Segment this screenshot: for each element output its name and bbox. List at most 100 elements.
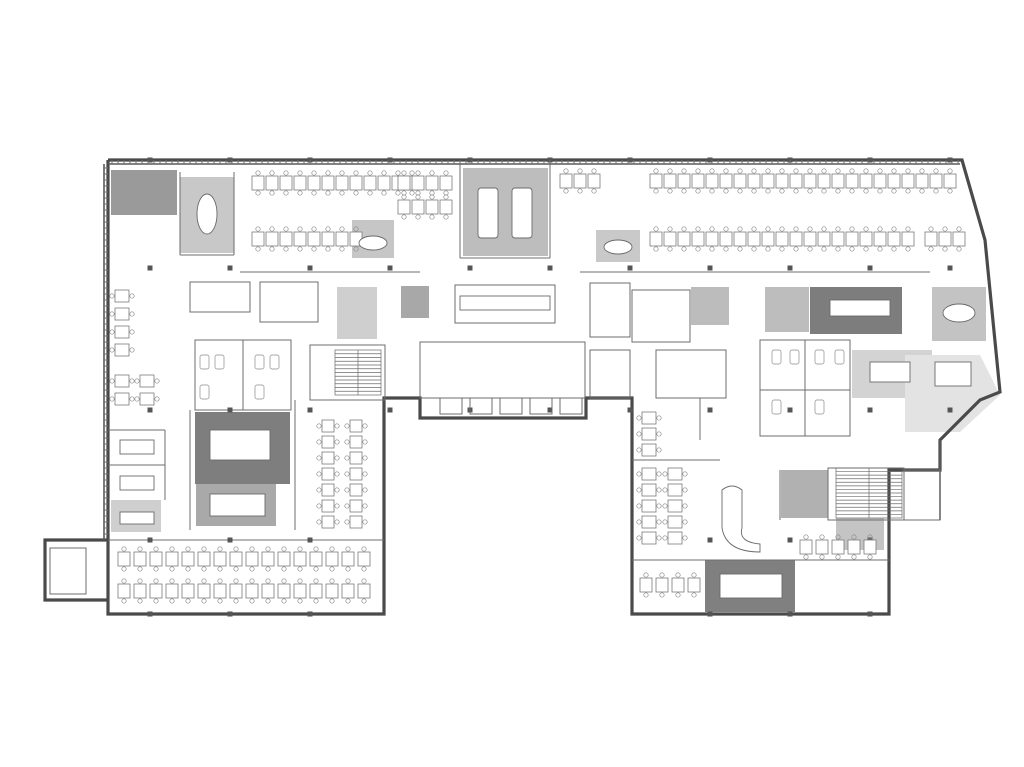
workstation-chair (662, 487, 668, 493)
workstation-chair (835, 168, 841, 174)
workstation-chair (345, 598, 351, 604)
workstation-chair (129, 396, 135, 402)
workstation-chair (129, 311, 135, 317)
workstation-chair (381, 190, 387, 196)
workstation-chair (153, 598, 159, 604)
workstation-chair (765, 226, 771, 232)
workstation-chair (653, 188, 659, 194)
workstation-desk (149, 583, 163, 599)
workstation-chair (942, 246, 948, 252)
workstation-chair (344, 471, 350, 477)
workstation-chair (905, 226, 911, 232)
workstation-chair (709, 226, 715, 232)
workstation-desk (863, 539, 877, 555)
meeting-table-ne-small (603, 239, 633, 255)
workstation-chair (662, 503, 668, 509)
workstation-chair (367, 170, 373, 176)
workstation-chair (249, 546, 255, 552)
structural-column (307, 611, 313, 617)
meeting-table-nw (196, 193, 218, 235)
workstation-chair (344, 519, 350, 525)
structural-column (787, 611, 793, 617)
workstation-chair (313, 566, 319, 572)
workstation-chair (297, 546, 303, 552)
structural-column (307, 407, 313, 413)
workstation-chair (863, 246, 869, 252)
toilet-fixture (771, 399, 782, 415)
workstation-chair (129, 378, 135, 384)
workstation-chair (807, 188, 813, 194)
workstation-chair (656, 519, 662, 525)
workstation-chair (803, 534, 809, 540)
workstation-chair (153, 578, 159, 584)
workstation-desk (687, 577, 701, 593)
workstation-chair (681, 188, 687, 194)
structural-column (867, 611, 873, 617)
room-meeting-east-2 (765, 287, 809, 332)
workstation-chair (877, 188, 883, 194)
workstation-chair (362, 487, 368, 493)
workstation-chair (121, 578, 127, 584)
workstation-desk (691, 173, 705, 189)
workstation-desk (349, 175, 363, 191)
lobby-glazing-bay (439, 397, 463, 415)
room-boardroom (463, 168, 548, 256)
workstation-chair (636, 487, 642, 493)
workstation-desk (307, 175, 321, 191)
stair-west (334, 349, 382, 396)
workstation-chair (662, 471, 668, 477)
workstation-chair (835, 226, 841, 232)
workstation-chair (919, 168, 925, 174)
workstation-chair (835, 534, 841, 540)
workstation-chair (401, 214, 407, 220)
workstation-chair (325, 170, 331, 176)
workstation-chair (779, 168, 785, 174)
workstation-chair (334, 487, 340, 493)
workstation-chair (682, 471, 688, 477)
workstation-chair (316, 439, 322, 445)
workstation-desk (887, 231, 901, 247)
workstation-chair (109, 378, 115, 384)
workstation-desk (952, 231, 966, 247)
workstation-chair (667, 188, 673, 194)
workstation-chair (217, 546, 223, 552)
workstation-chair (709, 168, 715, 174)
workstation-chair (311, 170, 317, 176)
workstation-chair (751, 246, 757, 252)
workstation-desk (667, 515, 683, 529)
toilet-fixture (254, 354, 265, 370)
workstation-chair (591, 168, 597, 174)
workstation-desk (815, 539, 829, 555)
workstation-desk (938, 231, 952, 247)
workstation-desk (831, 173, 845, 189)
workstation-desk (349, 499, 363, 513)
workstation-chair (863, 226, 869, 232)
workstation-desk (439, 199, 453, 215)
workstation-chair (269, 190, 275, 196)
workstation-chair (129, 329, 135, 335)
workstation-chair (169, 598, 175, 604)
workstation-desk (349, 483, 363, 497)
workstation-chair (334, 439, 340, 445)
workstation-chair (395, 190, 401, 196)
workstation-chair (395, 170, 401, 176)
workstation-chair (877, 226, 883, 232)
workstation-chair (849, 226, 855, 232)
workstation-chair (344, 487, 350, 493)
structural-column (787, 407, 793, 413)
workstation-chair (779, 246, 785, 252)
lobby-glazing-bay (499, 397, 523, 415)
workstation-chair (361, 566, 367, 572)
workstation-chair (819, 554, 825, 560)
workstation-chair (429, 214, 435, 220)
workstation-chair (891, 226, 897, 232)
workstation-chair (905, 246, 911, 252)
workstation-desk (573, 173, 587, 189)
workstation-desk (349, 467, 363, 481)
structural-column (547, 265, 553, 271)
structural-column (947, 407, 953, 413)
workstation-desk (641, 515, 657, 529)
room-manager-office-nw (111, 170, 177, 215)
workstation-chair (129, 347, 135, 353)
workstation-chair (121, 546, 127, 552)
